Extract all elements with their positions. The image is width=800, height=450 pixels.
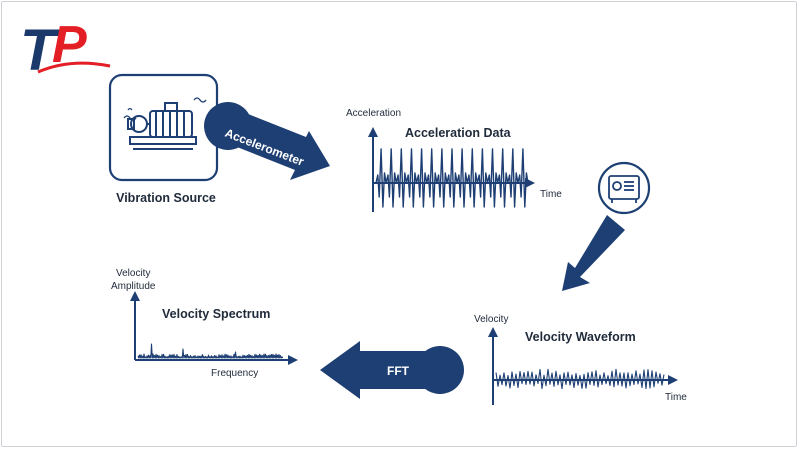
analyzer-device-icon (608, 175, 640, 203)
velocity-axis-x-label: Time (665, 392, 687, 403)
accelerometer-arrow-tail (204, 102, 252, 150)
fft-arrow-tail (416, 346, 464, 394)
analyzer-down-arrow (562, 215, 625, 291)
acceleration-chart (368, 127, 535, 212)
fft-label: FFT (387, 364, 410, 378)
acceleration-waveform (375, 148, 529, 208)
acceleration-axis-x-label: Time (540, 189, 562, 200)
analyzer-circle (597, 161, 651, 215)
vibration-source-label: Vibration Source (116, 191, 216, 205)
spectrum-axis-y-label-line2: Amplitude (111, 281, 156, 292)
acceleration-title: Acceleration Data (405, 126, 512, 140)
acceleration-y-axis-arrow (368, 127, 378, 137)
tp-logo: T P (20, 16, 111, 83)
spectrum-y-axis-arrow (130, 291, 140, 301)
velocity-spectrum-title: Velocity Spectrum (162, 307, 270, 321)
fft-arrow-body (320, 341, 445, 399)
spectrum-axis-y-label-line1: Velocity (116, 268, 150, 279)
acceleration-axis-y-label: Acceleration (346, 108, 401, 119)
velocity-waveform (495, 368, 665, 390)
logo-swoosh (37, 61, 111, 74)
spectrum-x-axis-arrow (288, 355, 298, 365)
velocity-x-axis-arrow (668, 375, 678, 385)
velocity-axis-y-label: Velocity (474, 314, 508, 325)
velocity-spectrum-chart (130, 291, 298, 365)
motor-pump-icon (123, 97, 207, 150)
velocity-waveform-title: Velocity Waveform (525, 330, 636, 344)
spectrum-axis-x-label: Frequency (211, 368, 258, 379)
velocity-spectrum-trace (137, 343, 284, 359)
velocity-waveform-chart (488, 327, 678, 405)
velocity-y-axis-arrow (488, 327, 498, 337)
